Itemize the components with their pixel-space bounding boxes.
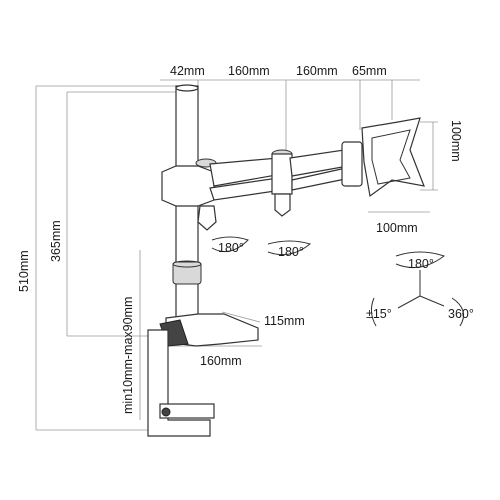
height-collar [172,261,202,285]
label-160mm-b: 160mm [296,64,338,78]
vesa-plate [361,117,425,198]
label-42mm: 42mm [170,64,205,78]
label-100mm-width: 100mm [376,221,418,235]
label-swivel: 360° [448,307,474,321]
label-100mm-height: 100mm [449,120,463,162]
tilt-arrow-icon [370,297,377,327]
label-115mm: 115mm [264,314,305,328]
arm [161,117,425,231]
depth-115-line [221,311,261,323]
label-tilt: ±15° [366,307,392,321]
labels: 42mm 160mm 160mm 65mm 100mm 100mm 510mm … [17,64,474,414]
pole-cap [175,84,199,92]
label-rotation-arm1: 180° [218,241,244,255]
rotation-arrow-icon [267,240,312,256]
label-160mm-a: 160mm [228,64,270,78]
dimension-lines [35,79,438,431]
joint-1-knob [197,205,217,231]
pivot-axis-line [397,295,421,309]
clamp-screw-plate [159,403,215,419]
label-510mm: 510mm [17,250,31,292]
head-pivot [341,141,363,187]
label-65mm: 65mm [352,64,387,78]
label-rotation-head: 180° [408,257,434,271]
vesa-plate-inner [371,129,411,185]
swivel-arrow-icon [451,297,465,327]
label-365mm: 365mm [49,220,63,262]
pole [172,84,202,333]
elbow-joint [271,153,293,195]
rotation-arrow-icon [395,251,446,269]
collar-top [172,260,202,268]
pole-joint [161,165,215,207]
clamp [147,313,259,437]
label-160mm-base: 160mm [200,354,242,368]
rotation-arrow-icon [211,236,249,253]
pole-tube [175,85,199,333]
elbow-knob [274,193,291,217]
label-clamp-range: min10mm-max90mm [121,297,135,414]
clamp-screw-icon [161,407,171,417]
pivot-axis-line [419,295,445,307]
rotation-symbols [211,236,465,327]
label-rotation-arm2: 180° [278,245,304,259]
